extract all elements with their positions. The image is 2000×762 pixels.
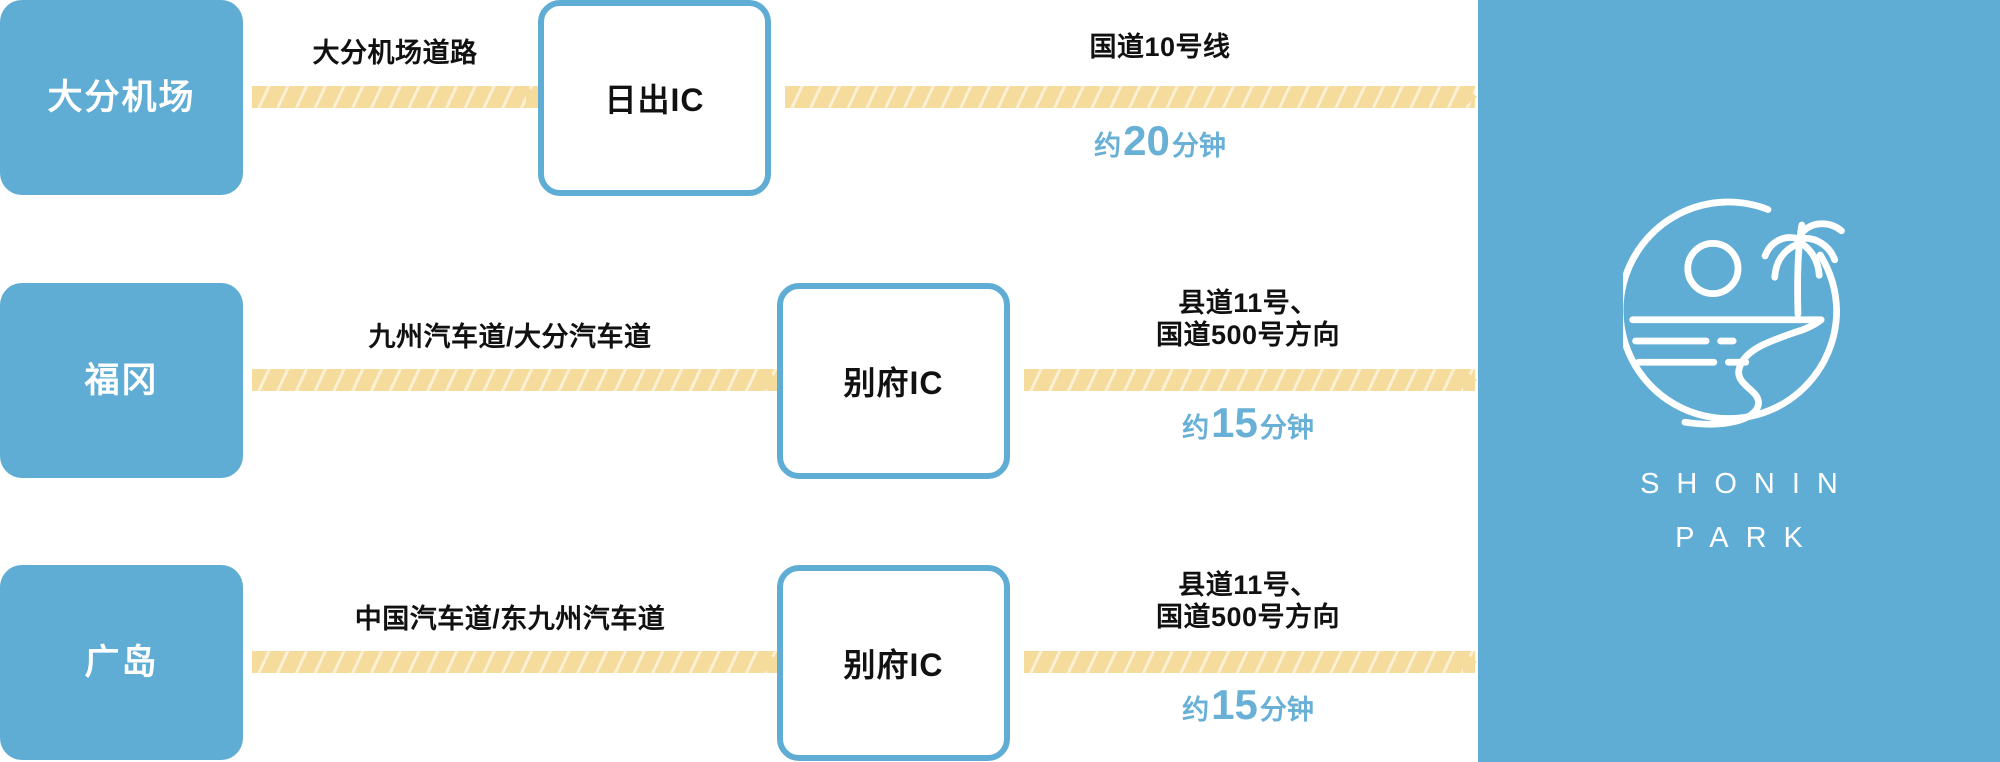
route-arrow-row-0-segment-2 bbox=[785, 86, 1475, 108]
route-label-row-2-segment-1: 中国汽车道/东九州汽车道 bbox=[354, 604, 666, 634]
wordmark-line-1: SHONIN bbox=[1640, 468, 1855, 501]
route-arrow-row-0-segment-1 bbox=[252, 86, 538, 108]
interchange-label: 别府IC bbox=[843, 647, 944, 683]
duration-value: 15 bbox=[1211, 399, 1258, 446]
route-label-row-1-segment-2: 县道11号、 国道500号方向 bbox=[1155, 288, 1341, 350]
duration-label-row-0: 约 20 分钟 bbox=[1094, 120, 1226, 162]
duration-label-row-2: 约 15 分钟 bbox=[1182, 684, 1314, 726]
route-label-row-2-segment-2: 县道11号、 国道500号方向 bbox=[1155, 570, 1341, 632]
beach-sun-palm-circle-logo-icon bbox=[1623, 199, 1845, 428]
route-label-row-1-segment-1: 九州汽车道/大分汽车道 bbox=[368, 322, 652, 352]
interchange-box-row-1[interactable]: 别府IC bbox=[777, 283, 1010, 479]
route-label-row-0-segment-1: 大分机场道路 bbox=[312, 38, 478, 68]
interchange-label: 别府IC bbox=[843, 365, 944, 401]
origin-label: 广岛 bbox=[84, 643, 159, 682]
interchange-box-row-2[interactable]: 别府IC bbox=[777, 565, 1010, 761]
interchange-box-row-0[interactable]: 日出IC bbox=[538, 0, 771, 196]
route-arrow-row-1-segment-1 bbox=[252, 369, 777, 391]
duration-suffix: 分钟 bbox=[1259, 695, 1314, 725]
duration-value: 15 bbox=[1211, 681, 1258, 728]
destination-wordmark: SHONIN PARK bbox=[1623, 458, 1855, 565]
duration-prefix: 约 bbox=[1182, 695, 1210, 725]
duration-value: 20 bbox=[1123, 117, 1170, 164]
duration-suffix: 分钟 bbox=[1171, 131, 1226, 161]
duration-prefix: 约 bbox=[1094, 131, 1122, 161]
route-arrow-row-2-segment-1 bbox=[252, 651, 777, 673]
interchange-label: 日出IC bbox=[604, 82, 705, 118]
duration-prefix: 约 bbox=[1182, 413, 1210, 443]
duration-suffix: 分钟 bbox=[1259, 413, 1314, 443]
destination-panel: SHONIN PARK bbox=[1478, 0, 2000, 762]
route-arrow-row-1-segment-2 bbox=[1024, 369, 1475, 391]
origin-box-row-1[interactable]: 福冈 bbox=[0, 283, 243, 478]
route-label-row-0-segment-2: 国道10号线 bbox=[1089, 32, 1231, 62]
origin-box-row-0[interactable]: 大分机场 bbox=[0, 0, 243, 195]
wordmark-line-2: PARK bbox=[1675, 522, 1820, 554]
duration-label-row-1: 约 15 分钟 bbox=[1182, 402, 1314, 444]
origin-label: 大分机场 bbox=[47, 78, 196, 117]
origin-box-row-2[interactable]: 广岛 bbox=[0, 565, 243, 760]
origin-label: 福冈 bbox=[84, 361, 159, 400]
route-arrow-row-2-segment-2 bbox=[1024, 651, 1475, 673]
